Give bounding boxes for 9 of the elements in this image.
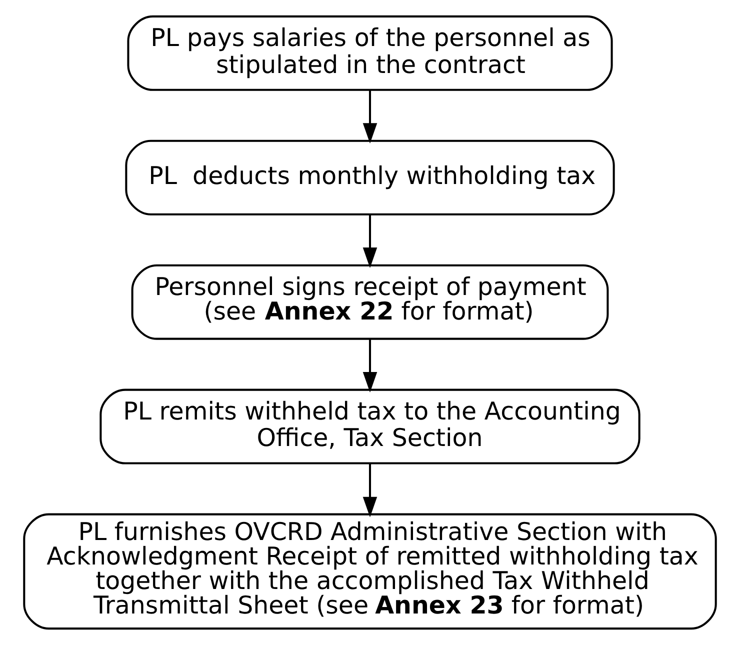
node-box: PL deducts monthly withholding tax	[124, 140, 614, 216]
node-box: PL remits withheld tax to the Accounting Office, Tax Section	[99, 388, 640, 464]
node-box: PL pays salaries of the personnel as stipulated in the contract	[126, 15, 612, 91]
node-box: PL furnishes OVCRD Administrative Section with Acknowledgment Receipt of remitted withholding tax together with the accomplished Tax Withheld Transmittal Sheet (see Annex 23 for format)	[22, 513, 716, 630]
arrow	[362, 90, 377, 144]
arrow	[362, 338, 377, 392]
arrow	[362, 214, 377, 268]
node-box: Personnel signs receipt of payment (see Annex 22 for format)	[130, 264, 608, 340]
arrow	[362, 463, 377, 518]
